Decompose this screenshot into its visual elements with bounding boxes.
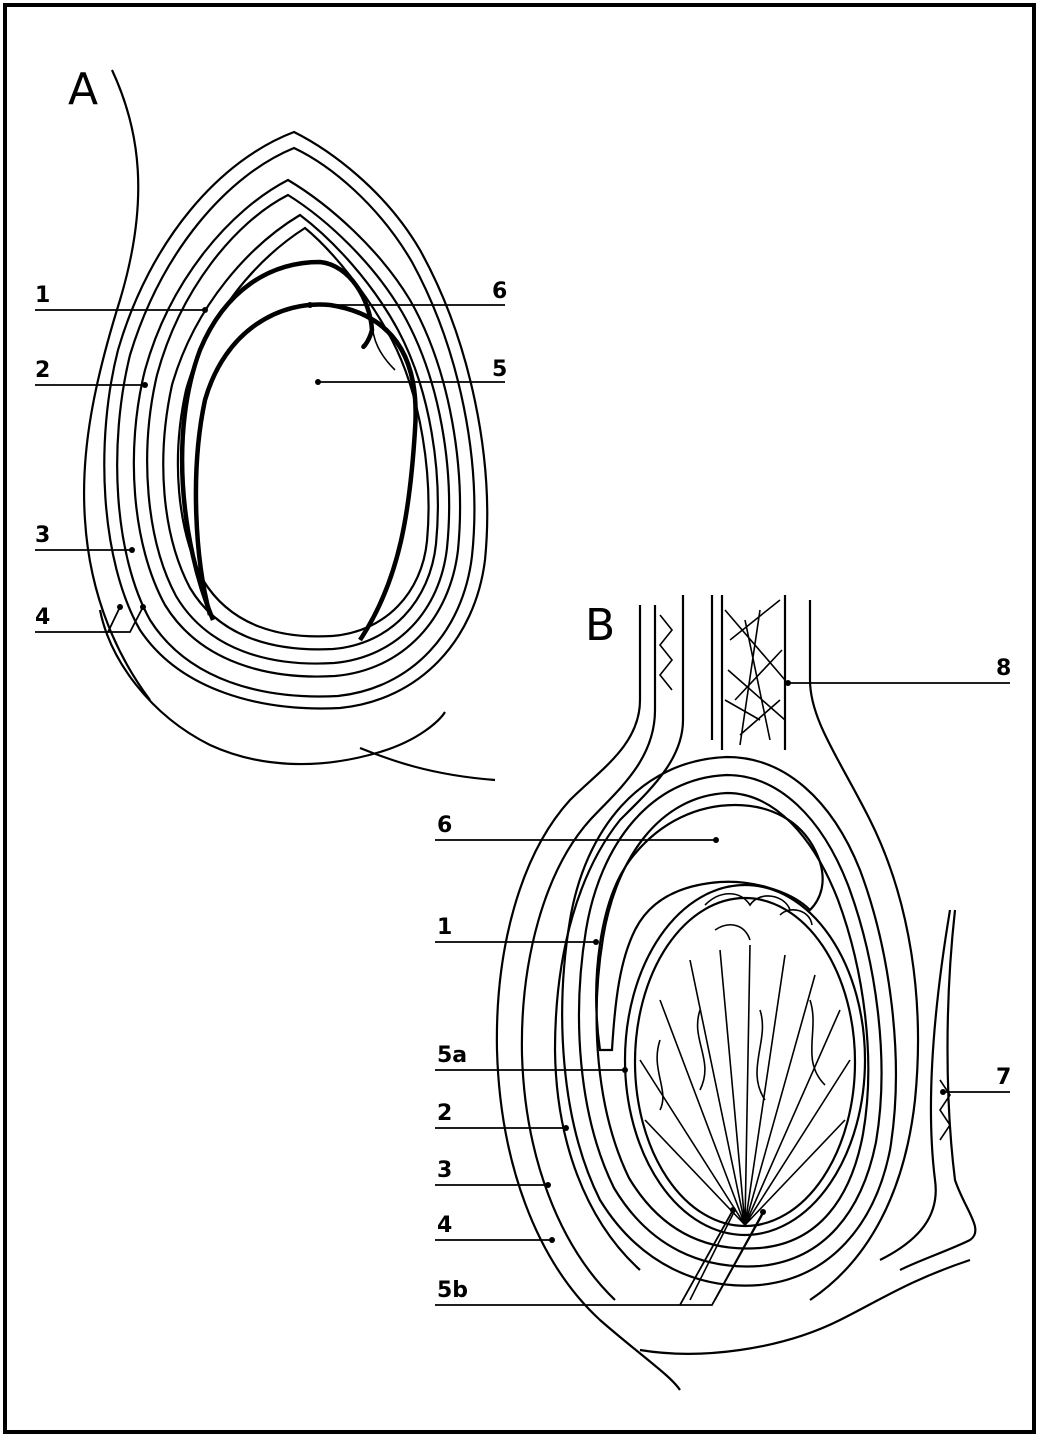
panel-a-label-3: 3 (35, 523, 50, 548)
panel-b-leader-dot-6 (713, 837, 719, 843)
panel-a-label-4: 4 (35, 605, 50, 630)
panel-a-leader-dot-1 (202, 307, 208, 313)
panel-a-leader-dot-5 (315, 379, 321, 385)
panel-b-cord-zigzag (660, 615, 672, 690)
panel-b-leader-dot-5b-b (760, 1209, 766, 1215)
panel-b-tunic-1 (562, 757, 896, 1286)
panel-b-label-5a: 5a (437, 1043, 467, 1068)
panel-b-leader-dot-5a (622, 1067, 628, 1073)
panel-b-leader-dot-1 (593, 939, 599, 945)
panel-b-label-4: 4 (437, 1213, 452, 1238)
panel-b-leader-5b-a (435, 1210, 733, 1305)
panel-b-lobules (640, 894, 850, 1225)
panel-b-outer-left-2 (522, 605, 655, 1300)
panel-b-diagram (435, 595, 1010, 1390)
panel-a-leader-dot-6 (307, 302, 313, 308)
panel-b-label-2: 2 (437, 1101, 452, 1126)
panel-b-right-flap (900, 910, 975, 1270)
panel-b-title: B (585, 600, 615, 651)
panel-b-tunic-3 (597, 793, 869, 1249)
panel-a-label-6: 6 (492, 279, 507, 304)
panel-a-title: A (68, 64, 98, 115)
panel-b-right-flap-2 (880, 910, 950, 1260)
panel-b-cord-vessels (725, 600, 785, 745)
panel-a-leader-dot-4b (140, 604, 146, 610)
panel-b-leader-dot-2 (563, 1125, 569, 1131)
figure-border (5, 5, 1034, 1432)
panel-a-leader-dot-3 (129, 547, 135, 553)
panel-a-skin (100, 610, 445, 764)
panel-b-label-1: 1 (437, 915, 452, 940)
panel-b-testis-inner (635, 898, 855, 1226)
panel-a-leader-dot-2 (142, 382, 148, 388)
panel-b-label-5b: 5b (437, 1278, 468, 1303)
panel-b-leader-dot-7 (940, 1089, 946, 1095)
panel-a-label-2: 2 (35, 358, 50, 383)
panel-b-label-6: 6 (437, 813, 452, 838)
panel-b-leader-dot-4 (549, 1237, 555, 1243)
panel-b-label-3: 3 (437, 1158, 452, 1183)
panel-b-label-8: 8 (996, 656, 1011, 681)
panel-b-leader-dot-8 (785, 680, 791, 686)
panel-a-leader-dot-4a (117, 604, 123, 610)
panel-a-label-1: 1 (35, 283, 50, 308)
panel-b-leader-dot-3 (545, 1182, 551, 1188)
panel-a-label-5: 5 (492, 357, 507, 382)
panel-b-leader-dot-5b-a (730, 1207, 736, 1213)
panel-a-diagram (35, 70, 505, 780)
panel-b-label-7: 7 (996, 1065, 1011, 1090)
panel-a-epididymis (182, 262, 372, 620)
